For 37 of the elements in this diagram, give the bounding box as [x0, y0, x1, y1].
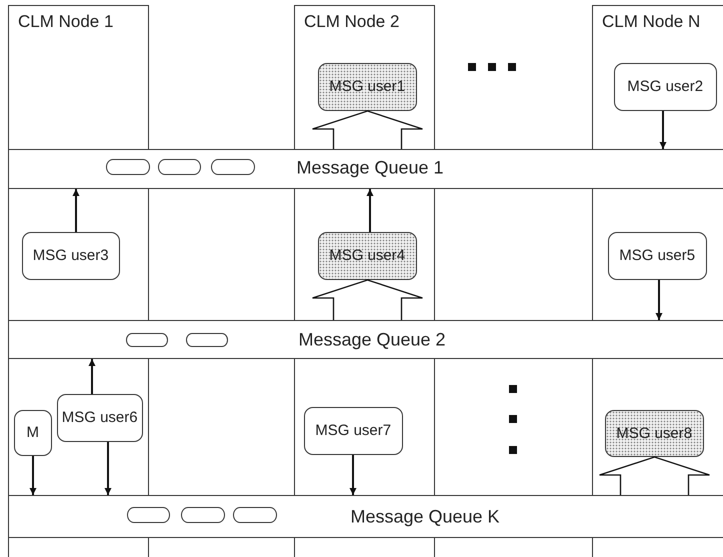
- column-heading: CLM Node 2: [304, 12, 400, 32]
- message-slot: [106, 159, 150, 175]
- message-slot: [180, 506, 225, 523]
- queue-label: Message Queue 2: [298, 330, 446, 350]
- message-slot: [158, 158, 201, 175]
- arrow: [88, 359, 96, 394]
- block-arrow: [312, 279, 424, 321]
- column-heading: CLM Node N: [602, 12, 700, 32]
- arrow: [350, 455, 356, 495]
- arrow: [660, 111, 666, 149]
- message-queue-band: [8, 495, 723, 538]
- message-user-box: MSG user8: [604, 410, 704, 457]
- message-user-box: MSG user5: [608, 232, 707, 280]
- message-slot: [186, 332, 228, 347]
- block-arrow: [598, 456, 710, 496]
- message-user-box: MSG user4: [318, 232, 417, 280]
- message-queue-band: [8, 149, 723, 189]
- column-heading: CLM Node 1: [18, 12, 114, 32]
- arrow: [104, 442, 112, 495]
- block-arrow: [312, 110, 424, 150]
- message-user-box: MSG user7: [304, 406, 403, 455]
- message-user-box: MSG user3: [22, 232, 120, 280]
- message-user-box: M: [14, 410, 52, 456]
- message-slot: [126, 332, 168, 347]
- message-user-box: MSG user1: [318, 62, 417, 111]
- arrow: [30, 456, 36, 495]
- message-queue-band: [8, 320, 723, 359]
- message-user-box: MSG user6: [56, 394, 143, 442]
- message-slot: [126, 506, 170, 523]
- arrow: [656, 280, 662, 320]
- message-slot: [210, 158, 255, 175]
- arrow: [72, 189, 80, 232]
- queue-label: Message Queue 1: [296, 158, 444, 178]
- arrow: [366, 189, 374, 232]
- queue-label: Message Queue K: [350, 506, 500, 528]
- message-slot: [232, 506, 277, 523]
- message-user-box: MSG user2: [614, 62, 717, 111]
